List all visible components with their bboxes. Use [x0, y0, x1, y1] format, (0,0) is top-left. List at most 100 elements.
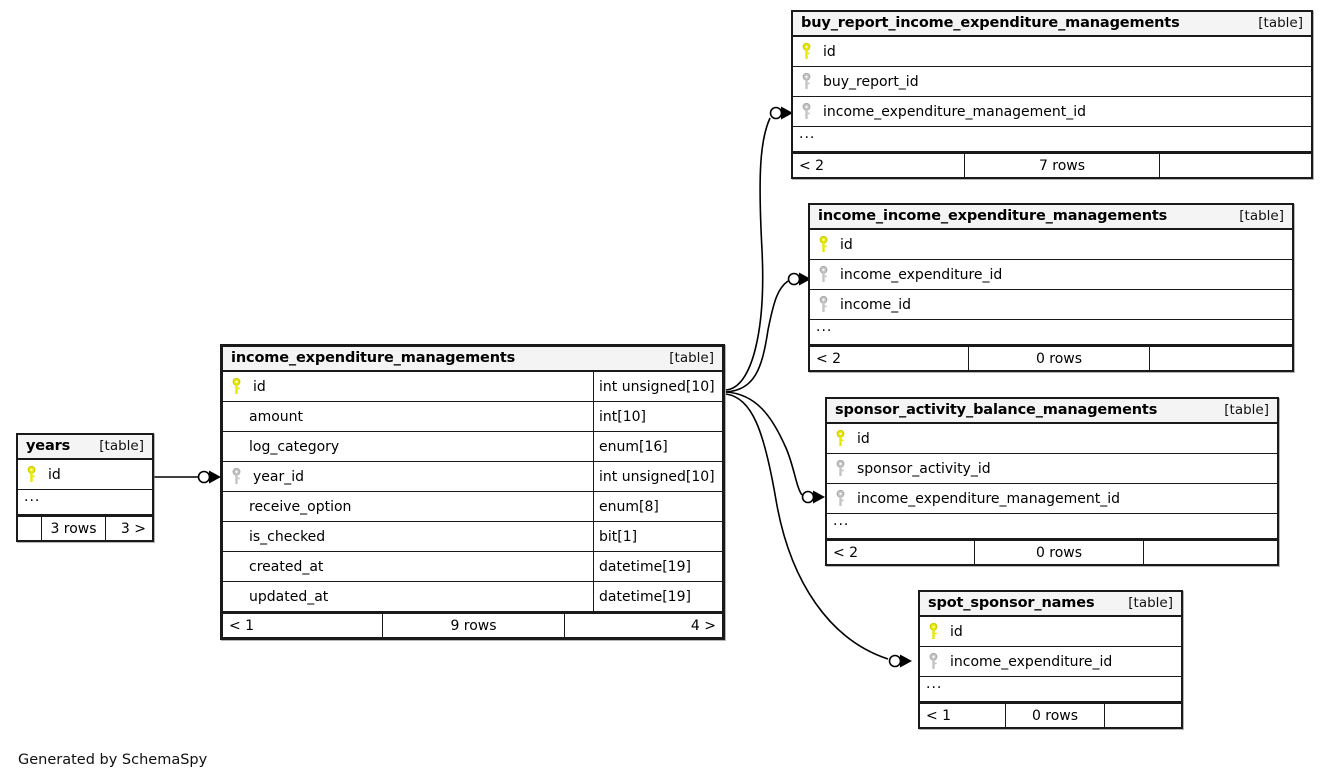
table-footer: < 2 0 rows: [827, 539, 1277, 564]
column-row[interactable]: income_expenditure_id: [810, 260, 1292, 290]
table-buy-report-income-expenditure-managements[interactable]: buy_report_income_expenditure_management…: [791, 10, 1313, 179]
more-columns-indicator: ...: [793, 127, 1311, 152]
ellipsis-label: ...: [926, 676, 943, 692]
footer-child-count[interactable]: 3 >: [120, 520, 146, 537]
footer-row-count: 7 rows: [965, 154, 1160, 177]
column-row[interactable]: receive_option enum[8]: [223, 492, 722, 522]
table-type-tag: [table]: [1258, 15, 1303, 31]
column-row[interactable]: id: [827, 424, 1277, 454]
table-name: years: [26, 438, 71, 454]
column-row[interactable]: buy_report_id: [793, 67, 1311, 97]
footer-child-count[interactable]: [1150, 347, 1292, 370]
footer-parent-count[interactable]: < 2: [793, 154, 965, 177]
column-row[interactable]: income_expenditure_management_id: [793, 97, 1311, 127]
column-name: amount: [249, 408, 304, 425]
table-header: spot_sponsor_names [table]: [920, 592, 1181, 617]
table-name: income_income_expenditure_managements: [818, 208, 1168, 224]
footer-row-count: 3 rows: [42, 517, 106, 540]
primary-key-icon: [827, 430, 853, 447]
footer-parent-count[interactable]: < 1: [920, 704, 1006, 727]
table-footer: < 1 9 rows 4 >: [223, 612, 722, 637]
footer-parent-count[interactable]: < 2: [827, 541, 975, 564]
generated-by-label: Generated by SchemaSpy: [18, 752, 208, 768]
column-row[interactable]: income_id: [810, 290, 1292, 320]
column-row[interactable]: id int unsigned[10]: [223, 372, 722, 402]
column-name: buy_report_id: [823, 73, 919, 90]
column-row[interactable]: updated_at datetime[19]: [223, 582, 722, 612]
column-name: is_checked: [249, 528, 326, 545]
footer-parent-count[interactable]: < 1: [223, 614, 383, 637]
footer-child-count[interactable]: [1160, 154, 1311, 177]
table-footer: 3 rows 3 >: [18, 515, 152, 540]
table-years[interactable]: years [table] id ... 3 rows 3 >: [16, 433, 154, 542]
edge-iem-to-sponsor-activity-balance: [725, 391, 825, 504]
foreign-key-icon: [827, 490, 853, 507]
column-row[interactable]: log_category enum[16]: [223, 432, 722, 462]
footer-child-count[interactable]: [1144, 541, 1277, 564]
foreign-key-icon: [810, 296, 836, 313]
column-name: income_expenditure_management_id: [857, 490, 1121, 507]
table-header: income_income_expenditure_managements [t…: [810, 205, 1292, 230]
column-type: datetime[19]: [593, 582, 722, 611]
column-name: id: [823, 43, 836, 60]
column-type: enum[16]: [593, 432, 722, 461]
table-type-tag: [table]: [99, 438, 144, 454]
ellipsis-label: ...: [799, 126, 816, 142]
column-row[interactable]: year_id int unsigned[10]: [223, 462, 722, 492]
table-header: sponsor_activity_balance_managements [ta…: [827, 399, 1277, 424]
more-columns-indicator: ...: [920, 677, 1181, 702]
foreign-key-icon: [920, 653, 946, 670]
edge-years-to-income-expenditure-managements: [153, 470, 221, 484]
column-name: income_expenditure_id: [950, 653, 1113, 670]
column-name: id: [840, 236, 853, 253]
column-type: bit[1]: [593, 522, 722, 551]
column-name: id: [253, 378, 266, 395]
column-name: id: [857, 430, 870, 447]
column-row[interactable]: income_expenditure_id: [920, 647, 1181, 677]
column-type: datetime[19]: [593, 552, 722, 581]
column-row[interactable]: is_checked bit[1]: [223, 522, 722, 552]
table-income-income-expenditure-managements[interactable]: income_income_expenditure_managements [t…: [808, 203, 1294, 372]
more-columns-indicator: ...: [810, 320, 1292, 345]
column-row[interactable]: created_at datetime[19]: [223, 552, 722, 582]
column-row[interactable]: id: [18, 460, 152, 490]
footer-child-count[interactable]: 4 >: [690, 617, 716, 634]
table-type-tag: [table]: [669, 350, 714, 366]
column-row[interactable]: id: [810, 230, 1292, 260]
table-type-tag: [table]: [1239, 208, 1284, 224]
primary-key-icon: [18, 466, 44, 483]
column-type: int unsigned[10]: [593, 372, 722, 401]
more-columns-indicator: ...: [827, 514, 1277, 539]
table-sponsor-activity-balance-managements[interactable]: sponsor_activity_balance_managements [ta…: [825, 397, 1279, 566]
table-spot-sponsor-names[interactable]: spot_sponsor_names [table] id income_exp…: [918, 590, 1183, 729]
footer-parent-count[interactable]: < 2: [810, 347, 969, 370]
foreign-key-icon: [827, 460, 853, 477]
column-row[interactable]: id: [793, 37, 1311, 67]
column-name: log_category: [249, 438, 340, 455]
footer-parent-count[interactable]: [18, 517, 42, 540]
primary-key-icon: [920, 623, 946, 640]
ellipsis-label: ...: [816, 319, 833, 335]
column-row[interactable]: amount int[10]: [223, 402, 722, 432]
column-type: int unsigned[10]: [593, 462, 722, 491]
column-name: income_id: [840, 296, 912, 313]
column-name: sponsor_activity_id: [857, 460, 991, 477]
column-name: id: [950, 623, 963, 640]
column-row[interactable]: id: [920, 617, 1181, 647]
ellipsis-label: ...: [833, 513, 850, 529]
primary-key-icon: [223, 378, 249, 395]
column-name: receive_option: [249, 498, 352, 515]
table-name: sponsor_activity_balance_managements: [835, 402, 1158, 418]
column-row[interactable]: income_expenditure_management_id: [827, 484, 1277, 514]
column-name: id: [48, 466, 61, 483]
foreign-key-icon: [793, 73, 819, 90]
footer-child-count[interactable]: [1105, 704, 1181, 727]
column-row[interactable]: sponsor_activity_id: [827, 454, 1277, 484]
table-footer: < 2 7 rows: [793, 152, 1311, 177]
column-name: income_expenditure_management_id: [823, 103, 1087, 120]
edge-iem-to-income-iem: [725, 272, 811, 393]
footer-row-count: 0 rows: [1006, 704, 1105, 727]
column-type: enum[8]: [593, 492, 722, 521]
table-income-expenditure-managements[interactable]: income_expenditure_managements [table] i…: [220, 344, 725, 640]
